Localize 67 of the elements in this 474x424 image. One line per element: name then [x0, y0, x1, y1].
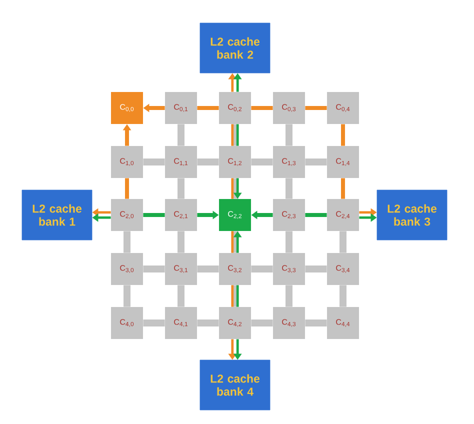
path-line [251, 106, 273, 110]
mesh-link [286, 178, 292, 199]
core-box: C$_{0,2}$ [219, 92, 251, 124]
mesh-link [305, 320, 327, 326]
core-box: C$_{0,3}$ [273, 92, 305, 124]
path-line [231, 285, 234, 307]
cache-bank-box: L2 cache bank 4 [200, 360, 270, 410]
path-line [236, 285, 239, 307]
mesh-link [178, 231, 184, 253]
mesh-link [340, 285, 346, 307]
path-line [125, 178, 129, 199]
mesh-link [251, 266, 273, 272]
path-line [305, 106, 327, 110]
cache-bank-box: L2 cache bank 3 [376, 190, 448, 240]
mesh-link [124, 231, 130, 253]
core-box: C$_{4,4}$ [327, 307, 359, 339]
core-box: C$_{3,4}$ [327, 253, 359, 285]
mesh-link [251, 320, 273, 326]
path-line [341, 124, 345, 146]
core-box: C$_{3,0}$ [111, 253, 143, 285]
core-box: C$_{2,3}$ [273, 199, 305, 231]
core-box: C$_{1,3}$ [273, 146, 305, 178]
mesh-link [143, 158, 165, 166]
mesh-link [340, 231, 346, 253]
core-box: C$_{3,1}$ [165, 253, 197, 285]
mesh-link [251, 158, 273, 166]
core-box: C$_{1,1}$ [165, 146, 197, 178]
core-box: C$_{1,0}$ [111, 146, 143, 178]
mesh-link [124, 285, 130, 307]
core-box: C$_{2,4}$ [327, 199, 359, 231]
cache-bank-box: L2 cache bank 1 [22, 190, 92, 240]
cache-bank-box: L2 cache bank 2 [200, 22, 270, 74]
mesh-link [197, 158, 219, 166]
path-line [143, 213, 165, 217]
mesh-link [305, 266, 327, 272]
core-box: C$_{4,0}$ [111, 307, 143, 339]
path-line [197, 106, 219, 110]
mesh-link [143, 266, 165, 272]
mesh-link [197, 266, 219, 272]
path-line [231, 124, 234, 146]
mesh-link [178, 178, 184, 199]
core-box: C$_{0,0}$ [111, 92, 143, 124]
core-box: C$_{0,4}$ [327, 92, 359, 124]
mesh-link [143, 320, 165, 326]
mesh-link [197, 320, 219, 326]
mesh-link [305, 158, 327, 166]
mesh-link [178, 124, 184, 146]
core-box: C$_{2,1}$ [165, 199, 197, 231]
core-box: C$_{4,1}$ [165, 307, 197, 339]
path-line [341, 178, 345, 199]
path-line [231, 178, 234, 199]
core-box: C$_{4,2}$ [219, 307, 251, 339]
core-box: C$_{0,1}$ [165, 92, 197, 124]
core-box: C$_{4,3}$ [273, 307, 305, 339]
path-line [236, 124, 239, 146]
path-line [231, 231, 234, 253]
mesh-link [178, 285, 184, 307]
core-box: C$_{3,2}$ [219, 253, 251, 285]
path-line [305, 213, 327, 217]
core-box: C$_{2,0}$ [111, 199, 143, 231]
mesh-link [286, 231, 292, 253]
mesh-link [286, 124, 292, 146]
core-box: C$_{1,4}$ [327, 146, 359, 178]
core-box: C$_{2,2}$ [219, 199, 251, 231]
core-box: C$_{1,2}$ [219, 146, 251, 178]
mesh-link [286, 285, 292, 307]
core-box: C$_{3,3}$ [273, 253, 305, 285]
